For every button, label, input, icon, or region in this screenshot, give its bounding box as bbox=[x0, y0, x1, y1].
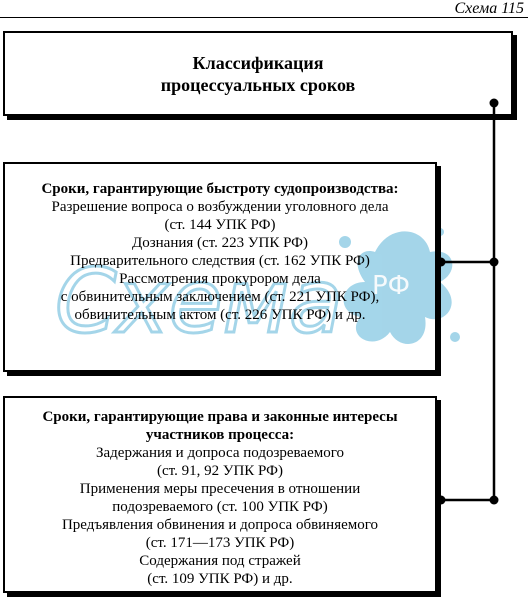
list-item: Предварительного следствия (ст. 162 УПК … bbox=[70, 253, 370, 269]
node-dot-speed-box-right bbox=[489, 257, 499, 267]
list-item: (ст. 91, 92 УПК РФ) bbox=[157, 463, 283, 479]
node-dot-speed-box-left bbox=[436, 257, 446, 267]
list-item: (ст. 171—173 УПК РФ) bbox=[145, 535, 295, 551]
title-line-1: Классификация bbox=[192, 52, 324, 73]
list-item: Задержания и допроса подозреваемого bbox=[95, 445, 345, 461]
rights-terms-heading-line-2: участников процесса: bbox=[145, 427, 295, 443]
list-item: Применения меры пресечения в отношении bbox=[79, 481, 361, 497]
scheme-number-label: Схема 115 bbox=[454, 0, 525, 17]
list-item: (ст. 109 УПК РФ) и др. bbox=[147, 571, 293, 587]
title-line-2: процессуальных сроков bbox=[160, 74, 356, 95]
node-dot-rights-box-right bbox=[489, 495, 499, 505]
rights-terms-heading-line-1: Сроки, гарантирующие права и законные ин… bbox=[42, 409, 398, 425]
speed-terms-box: Сроки, гарантирующие быстроту судопроизв… bbox=[3, 162, 437, 372]
list-item: (ст. 144 УПК РФ) bbox=[164, 217, 276, 233]
list-item: обвинительным актом (ст. 226 УПК РФ) и д… bbox=[74, 307, 366, 323]
list-item: Разрешение вопроса о возбуждении уголовн… bbox=[51, 199, 389, 215]
title-box: Классификация процессуальных сроков bbox=[3, 31, 513, 116]
list-item: Предъявления обвинения и допроса обвиняе… bbox=[61, 517, 379, 533]
node-dot-rights-box-left bbox=[436, 495, 446, 505]
list-item: с обвинительным заключением (ст. 221 УПК… bbox=[60, 289, 380, 305]
list-item: подозреваемого (ст. 100 УПК РФ) bbox=[112, 499, 328, 515]
node-dot-title bbox=[489, 98, 499, 108]
list-item: Содержания под стражей bbox=[139, 553, 301, 569]
rights-terms-box: Сроки, гарантирующие права и законные ин… bbox=[3, 396, 437, 593]
header-rule bbox=[0, 17, 528, 18]
speed-terms-heading: Сроки, гарантирующие быстроту судопроизв… bbox=[41, 181, 399, 197]
list-item: Рассмотрения прокурором дела bbox=[119, 271, 321, 287]
list-item: Дознания (ст. 223 УПК РФ) bbox=[131, 235, 308, 251]
